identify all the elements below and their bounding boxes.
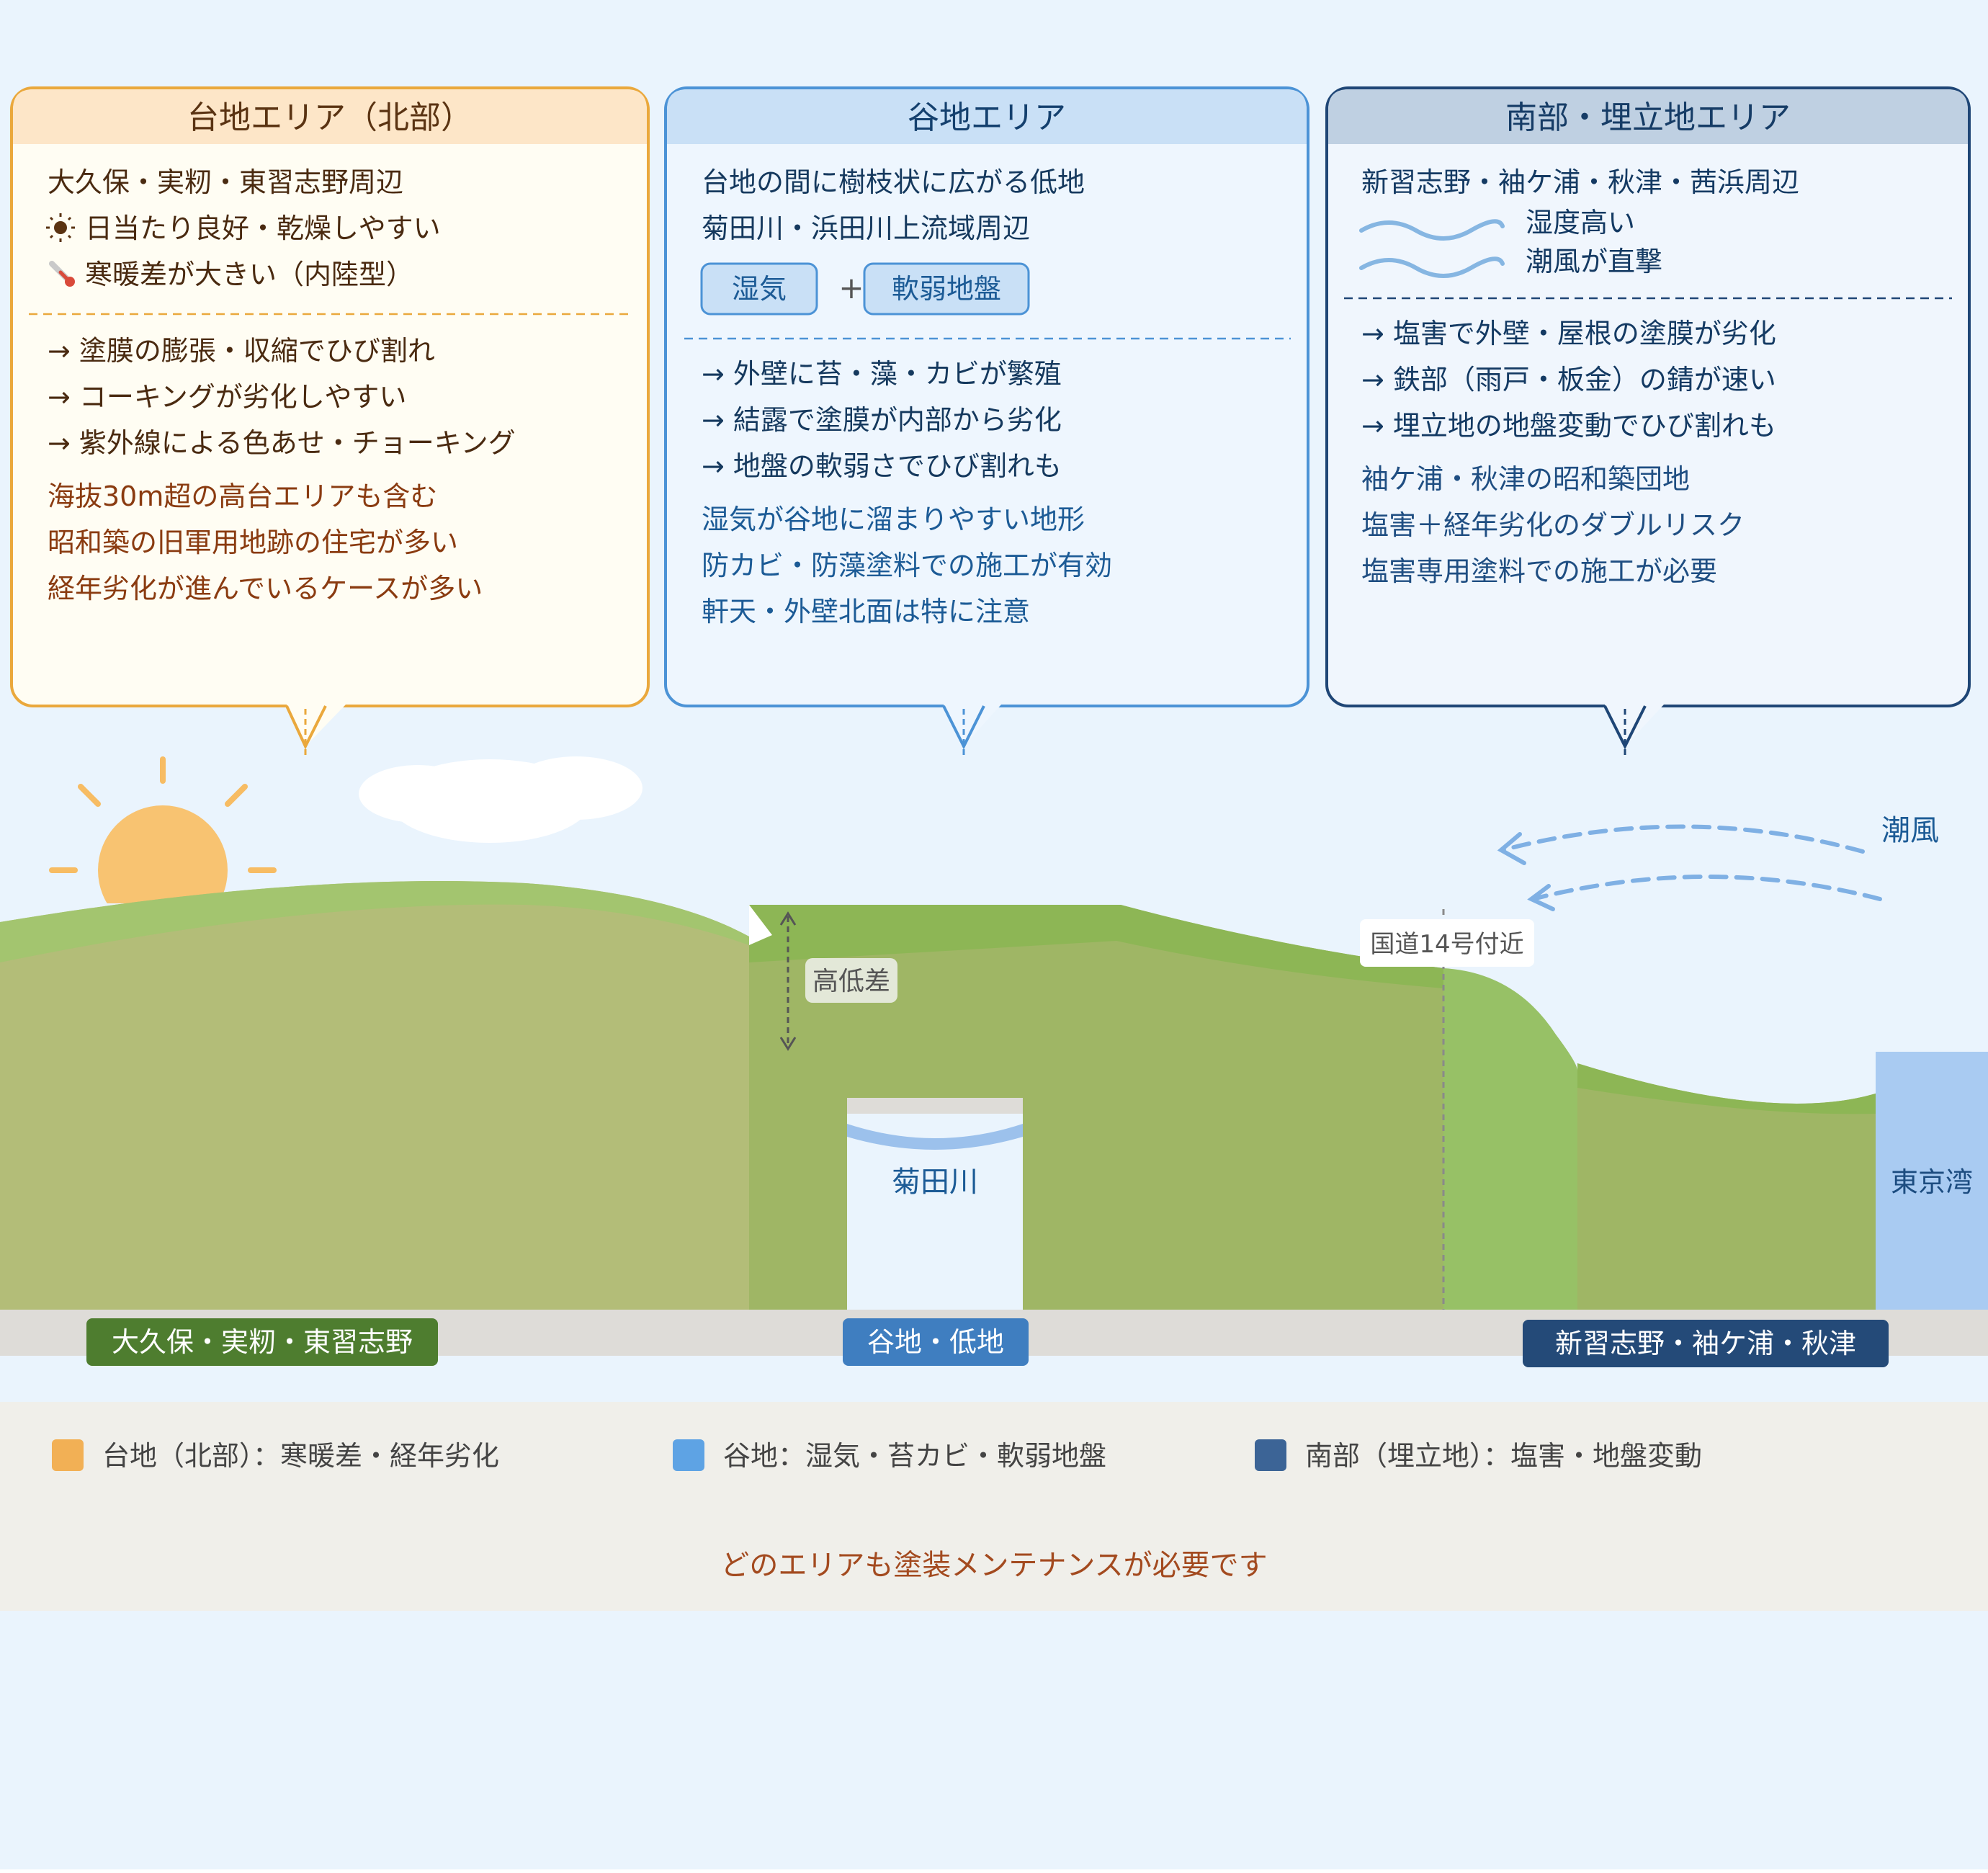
height-difference-box — [805, 958, 897, 1003]
south-note-1: 袖ケ浦・秋津の昭和築団地 — [1361, 463, 1690, 495]
river-water — [847, 1124, 1023, 1150]
south-bullet-1: → 塩害で外壁・屋根の塗膜が劣化 — [1361, 318, 1776, 349]
terrain — [0, 881, 1988, 1356]
legend-swatch-north — [52, 1439, 84, 1471]
sea-breeze-arrows — [1497, 824, 1882, 911]
north-line-1: 大久保・実籾・東習志野周辺 — [48, 166, 403, 198]
sun-icon — [46, 213, 75, 242]
valley-line-2: 菊田川・浜田川上流域周辺 — [702, 213, 1030, 244]
valley-box-header — [667, 89, 1307, 144]
ground-label-north: 大久保・実籾・東習志野 — [112, 1326, 413, 1358]
north-box-title: 台地エリア（北部） — [187, 99, 473, 136]
wave-icon — [1359, 219, 1505, 278]
valley-bullet-2: → 結露で塗膜が内部から劣化 — [702, 404, 1062, 436]
south-box-header — [1328, 89, 1968, 144]
river-bank — [847, 1098, 1023, 1114]
height-difference-marker — [779, 911, 797, 1051]
ground-label-valley: 谷地・低地 — [867, 1326, 1004, 1358]
ground-label-south-badge — [1523, 1320, 1889, 1367]
valley-tag-soft-ground — [863, 262, 1030, 316]
south-wave-label-2: 潮風が直撃 — [1526, 246, 1662, 277]
valley-bullet-1: → 外壁に苔・藻・カビが繁殖 — [702, 358, 1062, 390]
north-note-2: 昭和築の旧軍用地跡の住宅が多い — [48, 527, 458, 558]
north-box-header — [13, 89, 647, 144]
south-bullet-3: → 埋立地の地盤変動でひび割れも — [1361, 410, 1776, 442]
valley-tag-humidity — [700, 262, 818, 316]
valley-note-2: 防カビ・防藻塗料での施工が有効 — [702, 550, 1112, 581]
valley-pointer — [942, 705, 1001, 756]
slope-ground — [1443, 968, 1577, 1310]
legend-label-valley: 谷地：湿気・苔カビ・軟弱地盤 — [723, 1440, 1106, 1472]
south-line-1: 新習志野・袖ケ浦・秋津・茜浜周辺 — [1361, 166, 1799, 198]
plateau-ground — [0, 881, 749, 1310]
kikuta-river-channel — [847, 1098, 1023, 1310]
plateau-grass — [0, 881, 749, 962]
north-pointer — [285, 705, 346, 756]
north-bullet-1: → 塗膜の膨張・収縮でひび割れ — [48, 335, 435, 367]
south-pointer — [1603, 705, 1664, 756]
valley-grass — [749, 905, 1443, 988]
valley-area-box: 谷地エリア 台地の間に樹枝状に広がる低地 菊田川・浜田川上流域周辺 湿気 + 軟… — [664, 86, 1309, 756]
tokyo-bay-label: 東京湾 — [1891, 1166, 1973, 1198]
valley-note-3: 軒天・外壁北面は特に注意 — [702, 596, 1030, 627]
valley-slope-light — [749, 905, 772, 945]
valley-line-1: 台地の間に樹枝状に広がる低地 — [702, 166, 1085, 198]
north-line-3: 寒暖差が大きい（内陸型） — [85, 259, 413, 290]
thermometer-icon — [49, 261, 75, 287]
ground-label-south: 新習志野・袖ケ浦・秋津 — [1555, 1328, 1856, 1359]
lowland-ground — [1577, 1063, 1876, 1310]
north-note-3: 経年劣化が進んでいるケースが多い — [48, 573, 483, 604]
ground-label-valley-badge — [843, 1318, 1029, 1366]
legend-label-north: 台地（北部）：寒暖差・経年劣化 — [102, 1440, 499, 1472]
cloud-illustration — [359, 756, 642, 843]
north-line-2: 日当たり良好・乾燥しやすい — [85, 213, 441, 244]
kikuta-river-label: 菊田川 — [892, 1166, 978, 1199]
south-bullet-2: → 鉄部（雨戸・板金）の錆が速い — [1361, 364, 1776, 395]
ground-label-north-badge — [86, 1318, 438, 1366]
valley-tag-plus: + — [838, 270, 864, 305]
valley-note-1: 湿気が谷地に溜まりやすい地形 — [702, 504, 1085, 535]
route-label: 国道14号付近 — [1370, 930, 1523, 959]
north-bullet-2: → コーキングが劣化しやすい — [48, 381, 406, 413]
valley-tag-humidity-label: 湿気 — [732, 273, 787, 305]
south-box-title: 南部・埋立地エリア — [1505, 99, 1791, 136]
legend-label-south: 南部（埋立地）：塩害・地盤変動 — [1305, 1440, 1702, 1472]
north-note-1: 海抜30m超の高台エリアも含む — [48, 480, 437, 512]
height-difference-label: 高低差 — [812, 967, 890, 996]
sea-breeze-label: 潮風 — [1881, 814, 1939, 847]
route-label-box — [1360, 919, 1534, 967]
south-note-2: 塩害＋経年劣化のダブルリスク — [1361, 509, 1745, 541]
north-area-box: 台地エリア（北部） 大久保・実籾・東習志野周辺 日当たり良好・乾燥しやすい 寒暖… — [10, 86, 650, 756]
valley-box-title: 谷地エリア — [908, 99, 1066, 136]
valley-tag-soft-ground-label: 軟弱地盤 — [892, 273, 1001, 305]
south-note-3: 塩害専用塗料での施工が必要 — [1361, 555, 1717, 587]
south-wave-label-1: 湿度高い — [1526, 207, 1635, 238]
lowland-grass — [1577, 1063, 1876, 1114]
legend-panel — [0, 1402, 1988, 1611]
tokyo-bay-water — [1876, 1052, 1988, 1310]
valley-bullet-3: → 地盤の軟弱さでひび割れも — [702, 450, 1062, 482]
north-bullet-3: → 紫外線による色あせ・チョーキング — [48, 427, 516, 459]
footer-message: どのエリアも塗装メンテナンスが必要です — [720, 1549, 1267, 1582]
south-area-box: 南部・埋立地エリア 新習志野・袖ケ浦・秋津・茜浜周辺 湿度高い 潮風が直撃 → … — [1325, 86, 1971, 756]
legend-swatch-south — [1255, 1439, 1286, 1471]
legend-swatch-valley — [673, 1439, 704, 1471]
